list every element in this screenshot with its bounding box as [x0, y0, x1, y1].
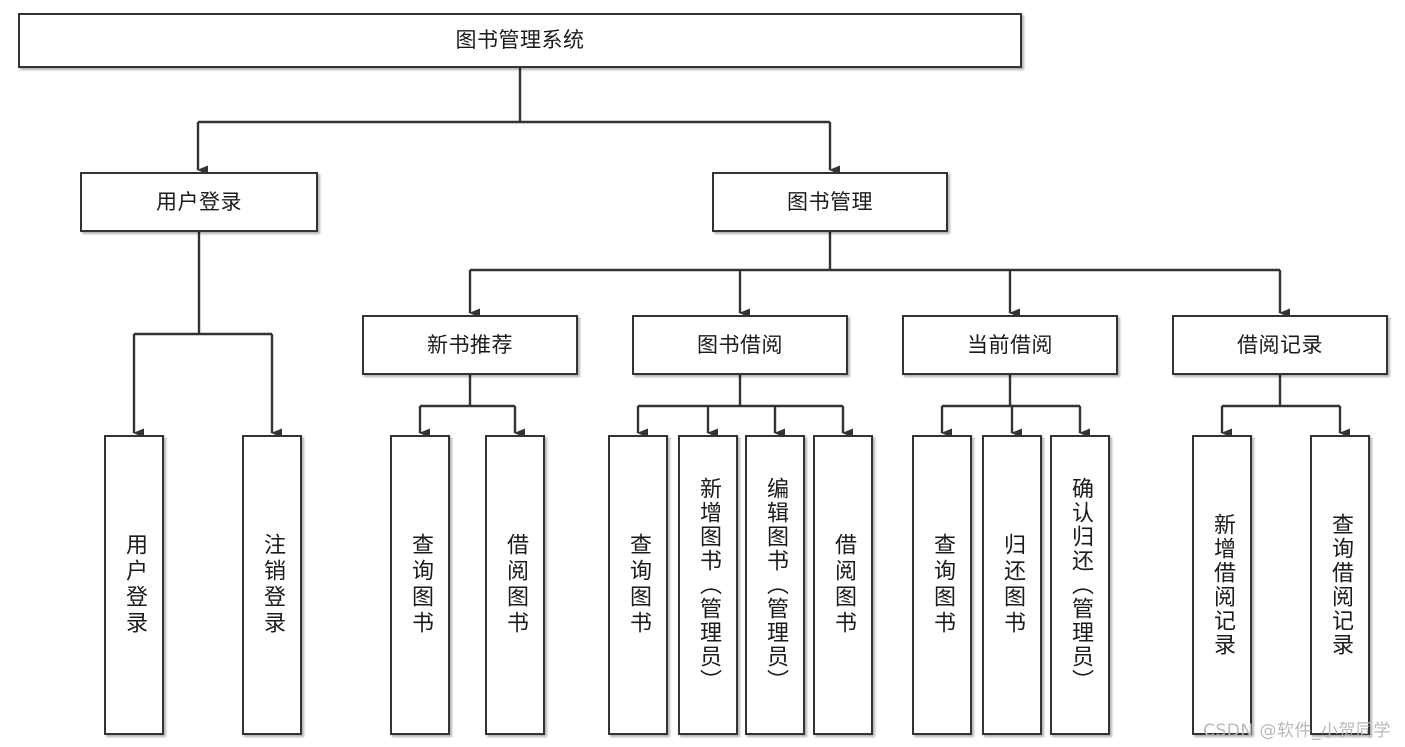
- node-label-leaf-query-books-current: 查询图书: [929, 533, 955, 637]
- node-label-leaf-add-borrow-record: 新增借阅记录: [1209, 513, 1235, 657]
- node-label-leaf-logout: 注销登录: [259, 533, 285, 637]
- node-label-borrow-records: 借阅记录: [1237, 332, 1323, 357]
- node-label-leaf-query-books-borrow: 查询图书: [625, 533, 651, 637]
- node-label-leaf-confirm-return-admin: 确认归还（管理员）: [1067, 477, 1093, 693]
- node-borrow-records[interactable]: 借阅记录: [1172, 315, 1388, 375]
- node-label-leaf-query-borrow-record: 查询借阅记录: [1327, 513, 1353, 657]
- node-new-book-recommend[interactable]: 新书推荐: [362, 315, 578, 375]
- node-leaf-add-book-admin[interactable]: 新增图书（管理员）: [678, 435, 738, 735]
- node-label-leaf-query-books-rec: 查询图书: [407, 533, 433, 637]
- node-leaf-return-books[interactable]: 归还图书: [982, 435, 1042, 735]
- node-leaf-borrow-books-rec[interactable]: 借阅图书: [485, 435, 545, 735]
- node-label-leaf-borrow-books-rec: 借阅图书: [502, 533, 528, 637]
- node-leaf-confirm-return-admin[interactable]: 确认归还（管理员）: [1050, 435, 1110, 735]
- node-book-borrow[interactable]: 图书借阅: [632, 315, 848, 375]
- csdn-watermark: CSDN @软件_小贺同学: [1203, 721, 1391, 741]
- node-leaf-query-books-borrow[interactable]: 查询图书: [608, 435, 668, 735]
- node-label-user-login: 用户登录: [156, 189, 242, 214]
- node-leaf-query-books-current[interactable]: 查询图书: [912, 435, 972, 735]
- connectors-group: [132, 68, 1350, 438]
- node-leaf-add-borrow-record[interactable]: 新增借阅记录: [1192, 435, 1252, 735]
- node-leaf-logout[interactable]: 注销登录: [242, 435, 302, 735]
- node-leaf-edit-book-admin[interactable]: 编辑图书（管理员）: [745, 435, 805, 735]
- node-label-leaf-edit-book-admin: 编辑图书（管理员）: [762, 477, 788, 693]
- node-label-book-management: 图书管理: [787, 189, 873, 214]
- node-leaf-query-borrow-record[interactable]: 查询借阅记录: [1310, 435, 1370, 735]
- node-user-login[interactable]: 用户登录: [80, 172, 318, 232]
- node-leaf-query-books-rec[interactable]: 查询图书: [390, 435, 450, 735]
- node-label-leaf-user-login: 用户登录: [121, 533, 147, 637]
- node-label-new-book-recommend: 新书推荐: [427, 332, 513, 357]
- node-label-root: 图书管理系统: [455, 28, 585, 53]
- node-label-leaf-borrow-books-borrow: 借阅图书: [830, 533, 856, 637]
- node-leaf-borrow-books-borrow[interactable]: 借阅图书: [813, 435, 873, 735]
- node-label-leaf-return-books: 归还图书: [999, 533, 1025, 637]
- node-label-leaf-add-book-admin: 新增图书（管理员）: [695, 477, 721, 693]
- node-book-management[interactable]: 图书管理: [712, 172, 948, 232]
- node-leaf-user-login[interactable]: 用户登录: [104, 435, 164, 735]
- node-root[interactable]: 图书管理系统: [18, 13, 1022, 68]
- node-label-book-borrow: 图书借阅: [697, 332, 783, 357]
- node-current-borrow[interactable]: 当前借阅: [902, 315, 1118, 375]
- node-label-current-borrow: 当前借阅: [967, 332, 1053, 357]
